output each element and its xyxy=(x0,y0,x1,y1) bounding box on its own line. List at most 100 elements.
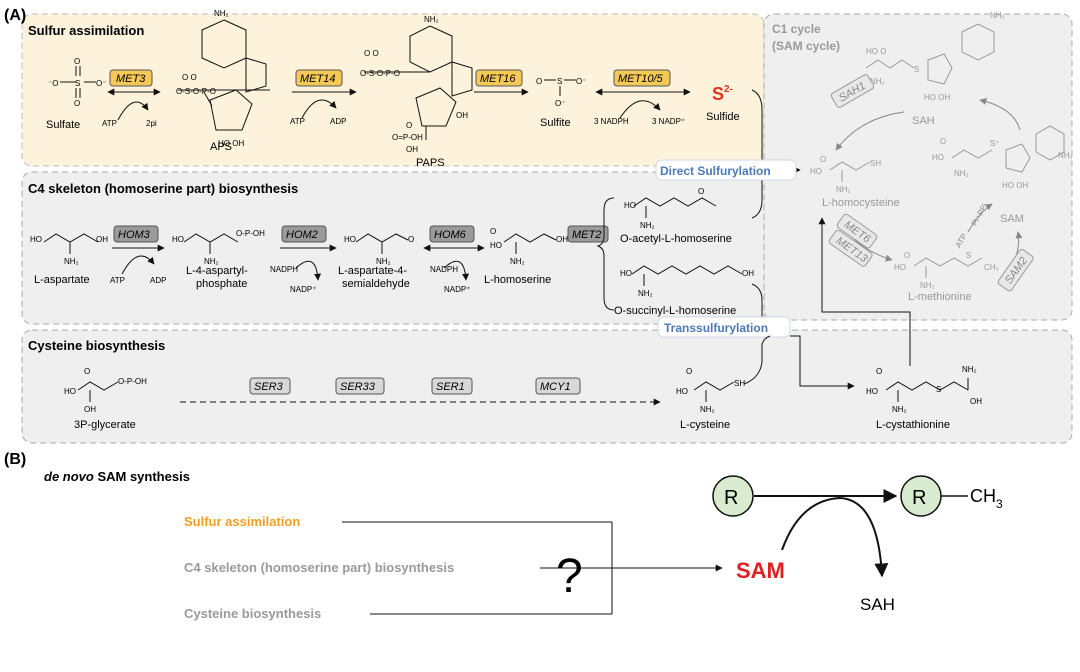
paps-nh2: NH₂ xyxy=(424,15,439,24)
c4-title: C4 skeleton (homoserine part) biosynthes… xyxy=(28,181,298,196)
succinyl-oh: OH xyxy=(742,269,754,278)
cysteine-o: O xyxy=(686,367,692,376)
paps-structure xyxy=(364,25,473,140)
cystathionine-ho: HO xyxy=(866,387,878,396)
aps-nh2: NH₂ xyxy=(214,9,229,18)
sah-s: S xyxy=(914,65,919,74)
cystathionine-label: L-cystathionine xyxy=(876,419,950,431)
cystathionine-oh: OH xyxy=(970,397,982,406)
methionine-label: L-methionine xyxy=(908,291,972,303)
aspartate-nh2: NH₂ xyxy=(64,257,79,266)
sam-nh2b: NH₂ xyxy=(1058,151,1073,160)
sulfate-o4: O xyxy=(74,99,80,108)
r-product-label: R xyxy=(912,487,926,509)
sam-c1-label: SAM xyxy=(1000,213,1024,225)
panel-a-label: (A) xyxy=(4,7,26,24)
met3-atp: ATP xyxy=(102,119,117,128)
paps-chain: O-S-O-P-O xyxy=(360,69,400,78)
methionine-s: S xyxy=(966,251,971,260)
enzyme-met10-5 xyxy=(613,69,671,87)
met3-cofactor-arc xyxy=(117,101,149,121)
enzyme-met2 xyxy=(567,225,609,243)
succinyl-connector xyxy=(751,283,763,318)
sah-nh2: NH₂ xyxy=(870,77,885,86)
paps-o: O xyxy=(406,121,412,130)
aps-structure xyxy=(178,19,270,131)
aspartate-oh: OH xyxy=(96,235,108,244)
met10-5-nadp: 3 NADP⁺ xyxy=(652,117,685,126)
homoserine-oh: OH xyxy=(556,235,568,244)
enzyme-hom2-label: HOM2 xyxy=(286,229,318,241)
r-substrate-circle xyxy=(712,475,754,517)
succinyl-ho: HO xyxy=(620,269,632,278)
sah1-tag: SAH1 xyxy=(830,74,875,108)
enzyme-met10-5-label: MET10/5 xyxy=(618,73,664,85)
enzyme-hom2 xyxy=(281,225,327,243)
hom6-cofactor-arc xyxy=(443,260,470,281)
met3-2pi: 2pi xyxy=(146,119,157,128)
homocysteine-structure xyxy=(829,161,871,182)
paps-label: PAPS xyxy=(416,157,445,169)
c4-skeleton-box xyxy=(21,171,765,325)
sam2-cofactor-arc xyxy=(967,203,993,233)
met10-5-cofactor-arc xyxy=(619,100,661,119)
aspartyl-ho: HO xyxy=(172,235,184,244)
hom3-cofactor-arc xyxy=(121,255,155,275)
aspartate-structure xyxy=(43,233,99,254)
sam-s: S⁺ xyxy=(990,139,1000,148)
sah-product: SAH xyxy=(860,595,895,614)
enzyme-hom6-label: HOM6 xyxy=(434,229,467,241)
methyl-group: CH3 xyxy=(970,486,1003,511)
homoserine-nh2: NH₂ xyxy=(510,257,525,266)
cystathionine-nh2a: NH₂ xyxy=(962,365,977,374)
r-substrate-label: R xyxy=(724,487,738,509)
enzyme-hom6 xyxy=(429,225,475,243)
homocysteine-sh: SH xyxy=(870,159,881,168)
semialdehyde-ho: HO xyxy=(344,235,356,244)
sulfate-o1: ⁻O xyxy=(48,79,58,88)
paps-oh2: OH xyxy=(456,111,468,120)
sam-o: O xyxy=(940,137,946,146)
sulfate-s: S xyxy=(75,79,80,88)
homoserine-structure xyxy=(503,233,557,254)
homoserine-o: O xyxy=(490,227,496,236)
sulfite-o2: O⁻ xyxy=(576,77,586,86)
aspartate-label: L-aspartate xyxy=(34,274,90,286)
sulfite-o3: O⁻ xyxy=(555,99,565,108)
met2-brace xyxy=(596,197,615,311)
enzyme-ser1 xyxy=(431,377,473,395)
acetyl-ho: HO xyxy=(624,201,636,210)
enzyme-met16 xyxy=(475,69,523,87)
methionine-ch3: CH₃ xyxy=(984,263,999,272)
enzyme-ser33-label: SER33 xyxy=(340,381,376,393)
semialdehyde-label-2: semialdehyde xyxy=(342,278,410,290)
aps-label: APS xyxy=(210,141,232,153)
panel-b-title: de novo SAM synthesis xyxy=(44,469,190,484)
3p-glycerate-label: 3P-glycerate xyxy=(74,419,136,431)
input-c4-skeleton: C4 skeleton (homoserine part) biosynthes… xyxy=(184,560,454,575)
sulfate-label: Sulfate xyxy=(46,119,80,131)
hom6-nadph: NADPH xyxy=(430,265,458,274)
homoserine-ho: HO xyxy=(490,241,502,250)
transsulfurylation-tag xyxy=(657,316,791,338)
met14-adp: ADP xyxy=(330,117,346,126)
cystathionine-o: O xyxy=(876,367,882,376)
unknown-question-mark: ? xyxy=(556,550,583,603)
sam-to-sah-arrow xyxy=(979,98,1021,131)
enzyme-mcy1-label: MCY1 xyxy=(540,381,571,393)
met14-cofactor-arc xyxy=(301,99,337,119)
homoserine-label: L-homoserine xyxy=(484,274,551,286)
homocysteine-ho: HO xyxy=(810,167,822,176)
enzyme-ser3-label: SER3 xyxy=(254,381,284,393)
met14-atp: ATP xyxy=(290,117,305,126)
methionine-nh2: NH₂ xyxy=(920,281,935,290)
met10-5-nadph: 3 NADPH xyxy=(594,117,629,126)
succinyl-nh2: NH₂ xyxy=(638,289,653,298)
sulfite-label: Sulfite xyxy=(540,117,571,129)
hom3-adp: ADP xyxy=(150,276,166,285)
aspartate-ho: HO xyxy=(30,235,42,244)
sah-to-homocysteine-arrow xyxy=(835,111,905,151)
sulfite-s: S xyxy=(557,77,562,86)
sah-structure xyxy=(865,23,995,85)
acetyl-homoserine-label: O-acetyl-L-homoserine xyxy=(620,233,732,245)
